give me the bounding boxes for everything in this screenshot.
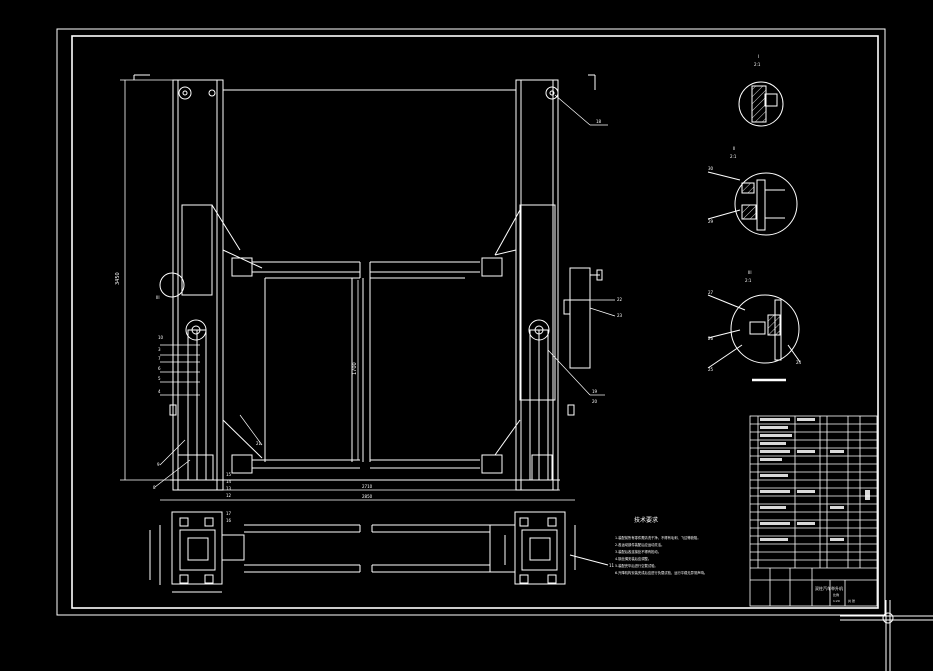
detail-i-scale: 2:1 [754,62,761,67]
leader-lines [154,94,616,488]
balloon-low-right-b: 20 [592,399,598,404]
balloon-bottom-7: 17 [226,511,232,516]
overall-width-dim: 2850 [362,494,373,499]
drawing-name: 双柱汽车举升机 [815,585,843,591]
balloon-detail-ii-1: 30 [708,166,714,171]
scale-label: 比例 [833,592,839,597]
balloon-mid-right-b: 23 [617,313,623,318]
balloon-left-1: 10 [158,335,164,340]
balloon-bottom-8: 16 [226,518,232,523]
detail-ii-id: II [733,146,735,151]
balloon-left-6: 4 [158,389,161,394]
detail-marker-iii [159,272,185,298]
balloon-center-arm: 21 [256,441,262,446]
detail-label-iii-on-view: III [156,295,160,300]
balloon-mid-right-a: 22 [617,297,623,302]
balloon-left-2: 3 [158,347,161,352]
parts-list [749,415,878,607]
balloon-detail-iii-1: 27 [708,290,714,295]
left-column [169,79,241,491]
balloon-left-3: 7 [158,356,161,361]
lower-arms [170,419,560,481]
sheet-label: 共 张 [848,598,855,603]
upper-arms [222,249,517,279]
detail-iii-id: III [748,270,752,275]
tech-req-item-2: 2.各运动部件装配后应运动灵活。 [615,542,664,547]
balloon-low-right-a: 19 [592,389,598,394]
technical-requirements: 技术要求 1.装配前所有零件需清洗干净，不得有毛刺、飞边等缺陷。 2.各运动部件… [615,516,707,575]
plan-view [149,511,609,593]
balloon-bottom-1: 9 [157,462,160,467]
balloon-labels: 18 22 23 19 20 21 10 3 7 6 5 4 9 8 15 14… [153,119,623,523]
overall-height-dim: 3450 [115,272,121,285]
detail-i-id: I [758,54,759,59]
balloon-bottom-4: 14 [226,479,232,484]
tech-req-item-5: 5.装配完毕后进行空载试验。 [615,563,658,568]
balloon-bottom-6: 12 [226,493,232,498]
tech-req-item-1: 1.装配前所有零件需清洗干净，不得有毛刺、飞边等缺陷。 [615,535,701,540]
front-view [133,74,603,491]
balloon-bottom-3: 15 [226,472,232,477]
tech-req-item-4: 4.钢丝绳安装后应调整。 [615,556,651,561]
tech-req-item-3: 3.装配后各连接处不得有松动。 [615,549,661,554]
detail-view-iii [707,294,801,382]
column-gap-dim: 1700 [352,362,358,375]
balloon-left-4: 6 [158,366,161,371]
sheet-border [56,28,933,671]
balloon-bottom-5: 13 [226,486,232,491]
inner-width-dim: 2710 [362,484,373,489]
scale-value: 1:20 [833,599,840,603]
balloon-base-right: 11 [609,563,615,568]
front-dimensions [120,79,575,501]
title-block: 双柱汽车举升机 比例 1:20 共 张 [815,585,855,603]
balloon-bottom-2: 8 [153,485,156,490]
balloon-detail-iii-3: 25 [708,367,714,372]
balloon-detail-iii-4: 24 [796,360,802,365]
tech-req-item-6: 6.升降机构安装完成后应进行负载试验，运行平稳无异常声响。 [615,570,707,575]
balloon-detail-ii-2: 29 [708,219,714,224]
power-unit [563,267,603,369]
detail-view-ii [707,171,798,236]
balloon-detail-iii-2: 26 [708,336,714,341]
tech-req-title: 技术要求 [634,516,658,524]
right-column [494,79,575,491]
balloon-top-right: 18 [596,119,602,124]
parts-list-marks [760,418,870,541]
detail-view-i [738,81,784,127]
detail-iii-scale: 2:1 [745,278,752,283]
detail-ii-scale: 2:1 [730,154,737,159]
balloon-left-5: 5 [158,376,161,381]
